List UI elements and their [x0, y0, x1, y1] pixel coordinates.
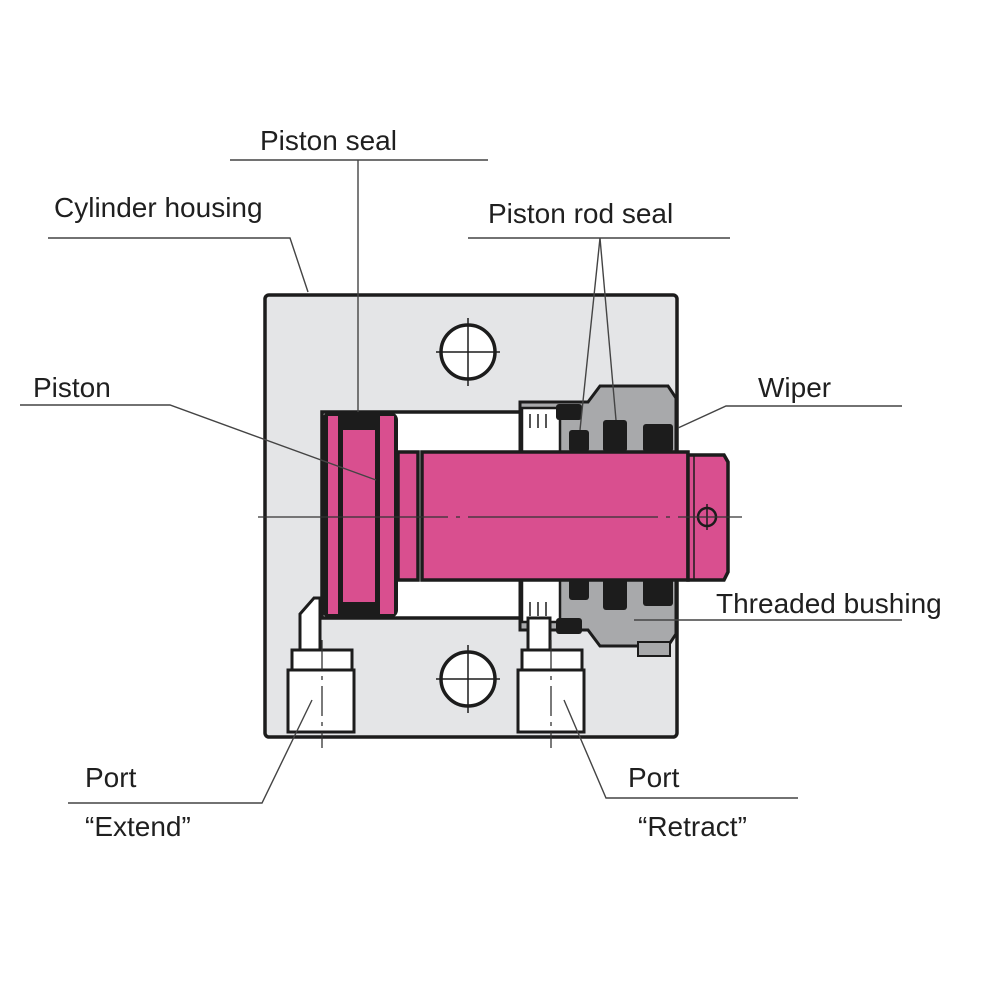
label-port-retract-name: “Retract”: [638, 811, 747, 842]
piston-rod: [420, 450, 730, 582]
label-piston: Piston: [33, 372, 111, 403]
label-cylinder-housing: Cylinder housing: [54, 192, 263, 223]
port-retract: [516, 616, 586, 748]
port-extend: [286, 596, 356, 748]
label-port-extend-name: “Extend”: [85, 811, 191, 842]
piston: [322, 412, 420, 618]
piston-rod-seals: [556, 404, 673, 634]
mounting-hole-bottom: [436, 645, 500, 713]
label-port-extend-title: Port: [85, 762, 137, 793]
label-threaded-bushing: Threaded bushing: [716, 588, 942, 619]
label-port-retract-title: Port: [628, 762, 680, 793]
label-piston-seal: Piston seal: [260, 125, 397, 156]
mounting-hole-top: [436, 318, 500, 386]
label-piston-rod-seal: Piston rod seal: [488, 198, 673, 229]
leader-lines: [20, 159, 902, 804]
label-wiper: Wiper: [758, 372, 831, 403]
